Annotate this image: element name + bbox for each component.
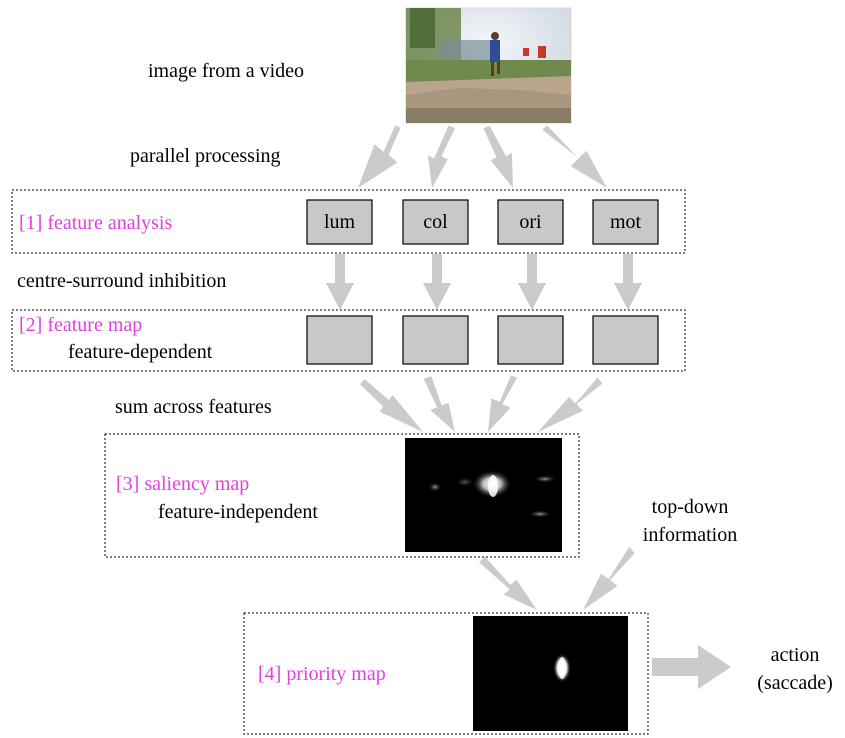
top-down-label-line2: information xyxy=(643,524,737,546)
feature-map-boxes xyxy=(306,315,659,365)
stage3-frame xyxy=(104,433,580,558)
feature-label-ori: ori xyxy=(519,211,542,233)
stage1-title: [1] feature analysis xyxy=(19,212,172,234)
feature-boxes: lum col ori mot xyxy=(306,199,659,245)
saliency-map-image xyxy=(405,438,562,552)
action-label-line1: action xyxy=(771,644,820,666)
sum-across-features-label: sum across features xyxy=(115,396,272,418)
priority-map-image xyxy=(473,616,628,731)
feature-box-lum xyxy=(306,199,373,245)
image-from-video-label: image from a video xyxy=(148,60,304,82)
stage2-frame xyxy=(11,309,686,372)
arrows-centre-surround xyxy=(326,254,642,310)
feature-box-ori xyxy=(497,199,564,245)
feature-label-col: col xyxy=(423,211,448,233)
feature-label-lum: lum xyxy=(324,211,356,233)
stage4-frame xyxy=(243,612,649,735)
feature-map-box-3 xyxy=(497,315,564,365)
feature-label-mot: mot xyxy=(610,211,642,233)
stage4-title: [4] priority map xyxy=(258,663,386,685)
arrows-sum-across-features xyxy=(360,375,603,432)
feature-map-box-2 xyxy=(402,315,469,365)
feature-box-mot xyxy=(592,199,659,245)
stage3-subtitle: feature-independent xyxy=(158,501,318,523)
arrows-to-priority-map xyxy=(479,546,635,610)
feature-map-box-4 xyxy=(592,315,659,365)
stage2-title: [2] feature map xyxy=(19,314,142,336)
arrows-parallel-processing xyxy=(358,125,607,188)
arrow-action xyxy=(652,645,731,689)
feature-box-col xyxy=(402,199,469,245)
stage3-title: [3] saliency map xyxy=(116,473,249,495)
parallel-processing-label: parallel processing xyxy=(130,145,281,167)
action-label-line2: (saccade) xyxy=(757,672,833,694)
stage2-subtitle: feature-dependent xyxy=(68,341,213,363)
centre-surround-label: centre-surround inhibition xyxy=(17,270,226,292)
feature-map-box-1 xyxy=(306,315,373,365)
top-down-label-line1: top-down xyxy=(652,496,729,518)
video-frame-image xyxy=(405,7,572,124)
stage1-frame xyxy=(11,189,686,254)
